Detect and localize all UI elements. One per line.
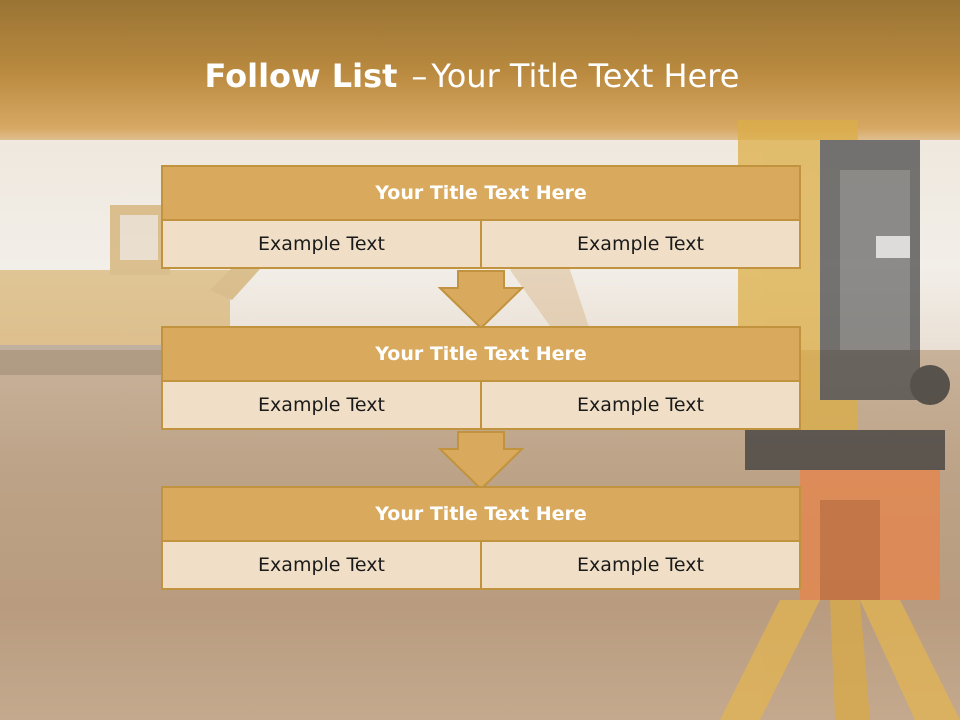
step-title: Your Title Text Here bbox=[161, 165, 801, 221]
step-cell-right: Example Text bbox=[480, 542, 799, 588]
excavator-image bbox=[0, 205, 270, 375]
title-rest: Your Title Text Here bbox=[431, 57, 740, 95]
down-arrow-icon bbox=[438, 270, 524, 330]
down-arrow-icon bbox=[438, 431, 524, 491]
step-block-1: Your Title Text Here Example Text Exampl… bbox=[161, 165, 801, 269]
step-cell-left: Example Text bbox=[163, 221, 480, 267]
title-bold: Follow List bbox=[204, 57, 398, 95]
step-cell-left: Example Text bbox=[163, 542, 480, 588]
step-title: Your Title Text Here bbox=[161, 486, 801, 542]
step-title: Your Title Text Here bbox=[161, 326, 801, 382]
step-block-2: Your Title Text Here Example Text Exampl… bbox=[161, 326, 801, 430]
slide-title: Follow List–Your Title Text Here bbox=[0, 54, 944, 98]
step-cell-left: Example Text bbox=[163, 382, 480, 428]
step-row: Example Text Example Text bbox=[161, 382, 801, 430]
step-block-3: Your Title Text Here Example Text Exampl… bbox=[161, 486, 801, 590]
step-row: Example Text Example Text bbox=[161, 542, 801, 590]
step-row: Example Text Example Text bbox=[161, 221, 801, 269]
step-cell-right: Example Text bbox=[480, 382, 799, 428]
title-separator: – bbox=[411, 57, 428, 95]
survey-instrument-image bbox=[720, 120, 960, 720]
step-cell-right: Example Text bbox=[480, 221, 799, 267]
